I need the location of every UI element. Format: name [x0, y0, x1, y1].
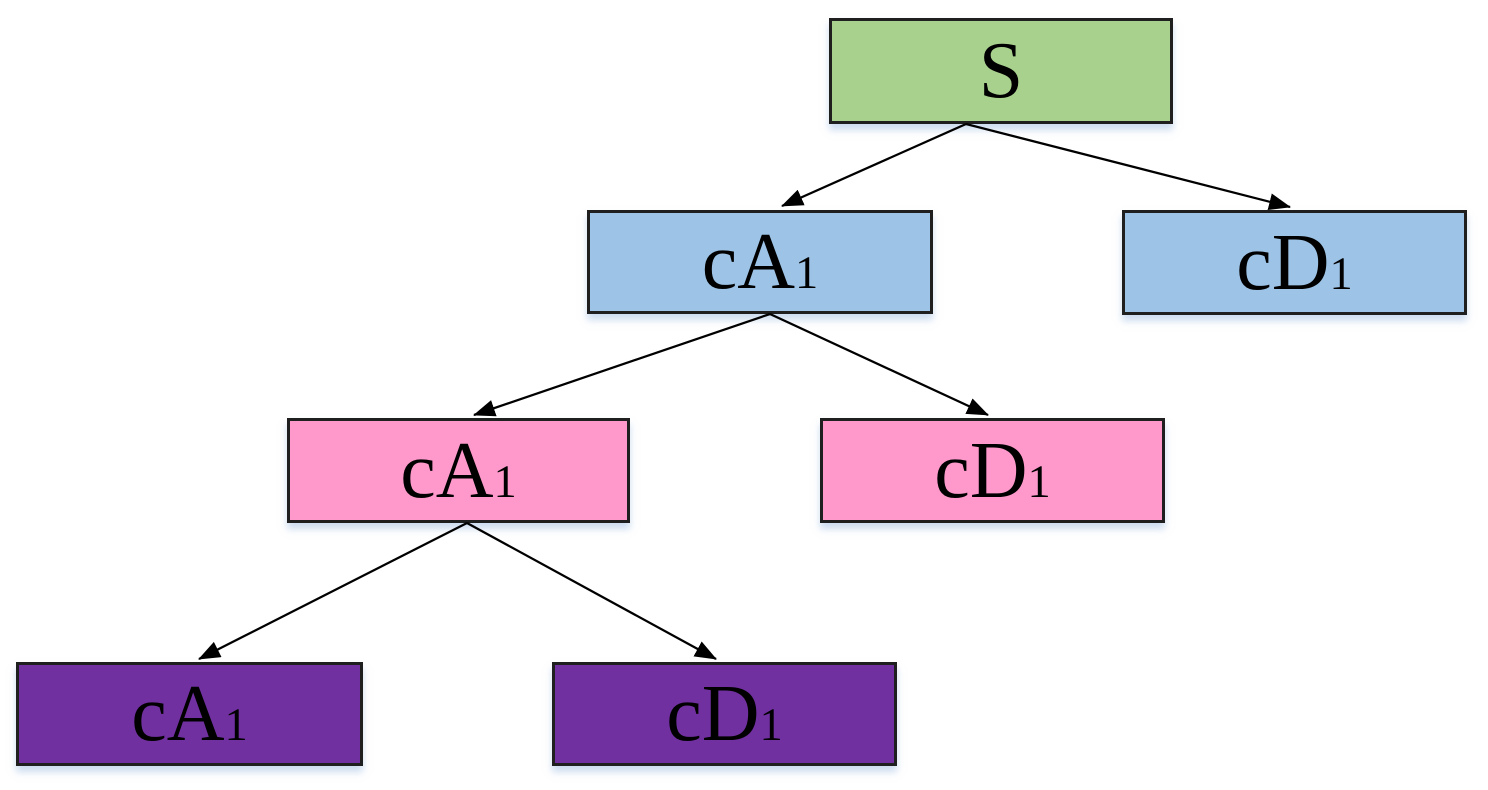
node-level1-detail: cD1 — [1122, 210, 1467, 315]
node-label-subscript: 1 — [493, 456, 517, 508]
node-level3-approx: cA1 — [16, 662, 363, 766]
edge-level1-approx-to-level2-detail — [769, 312, 989, 417]
node-label-subscript: 1 — [224, 700, 248, 751]
node-level2-detail: cD1 — [820, 418, 1165, 523]
node-root-label: S — [979, 31, 1024, 111]
edge-level2-approx-to-level3-detail — [466, 522, 717, 660]
node-label-subscript: 1 — [1329, 248, 1353, 300]
node-level3-detail: cD1 — [552, 662, 897, 766]
node-level3-approx-label: cA1 — [131, 674, 247, 754]
edge-level1-approx-to-level2-approx — [473, 312, 771, 417]
node-label-base: cD — [934, 426, 1028, 515]
node-label-base: cD — [1236, 218, 1330, 307]
node-level2-approx-label: cA1 — [400, 431, 516, 511]
node-label-base: cA — [131, 670, 225, 758]
node-label-subscript: 1 — [759, 700, 783, 751]
edge-level2-approx-to-level3-approx — [198, 521, 468, 661]
node-level2-approx: cA1 — [287, 418, 630, 523]
node-label-subscript: 1 — [795, 248, 819, 299]
node-level2-detail-label: cD1 — [934, 431, 1050, 511]
node-level1-approx-label: cA1 — [702, 222, 818, 302]
edge-root-to-level1-detail — [965, 122, 1291, 211]
node-label-base: S — [978, 27, 1024, 115]
node-label-subscript: 1 — [1027, 456, 1051, 508]
node-label-base: cA — [400, 426, 494, 515]
node-label-base: cD — [666, 670, 760, 758]
node-level1-detail-label: cD1 — [1236, 223, 1352, 303]
node-root-signal: S — [829, 18, 1173, 124]
edge-root-to-level1-approx — [781, 122, 967, 208]
node-label-base: cA — [701, 218, 796, 306]
node-level1-approx: cA1 — [587, 210, 933, 314]
node-level3-detail-label: cD1 — [666, 674, 782, 754]
